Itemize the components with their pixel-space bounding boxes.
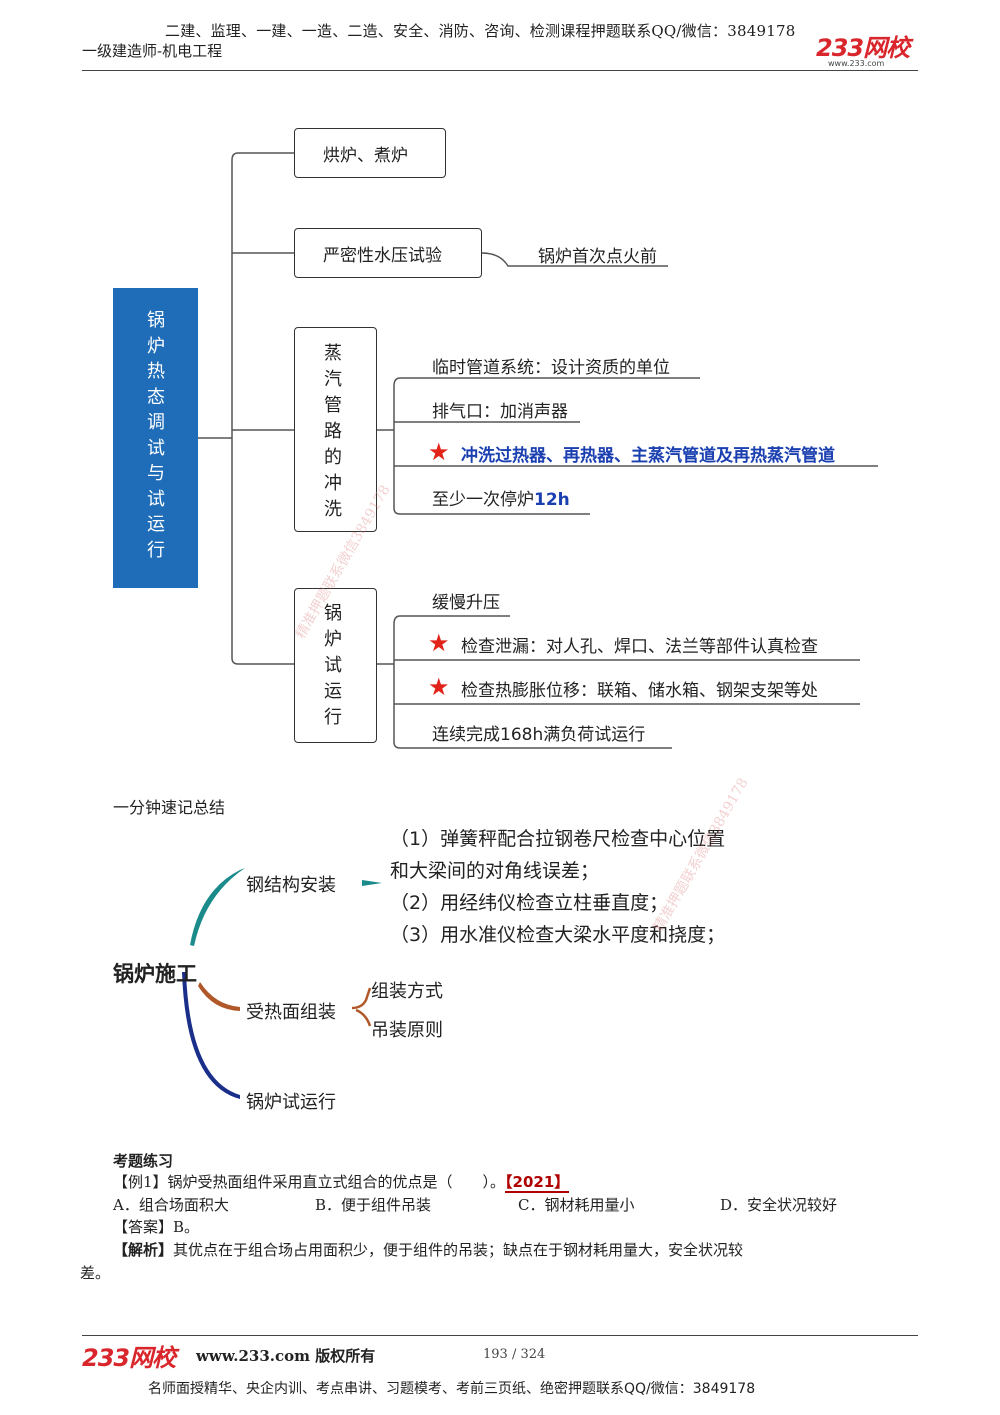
header-subject: 一级建造师-机电工程 [82,42,223,60]
mindmap1-connectors [198,152,878,749]
leaf-expansion-check: 检查热膨胀位移：联箱、储水箱、钢架支架等处 [461,681,818,701]
star-icon: ★ [428,629,450,657]
leaf-first-ignition: 锅炉首次点火前 [538,247,657,267]
node-boiler-trial-label: 锅 炉 试 运 行 [324,603,342,728]
header-logo: 233网校 www.233.com [816,28,910,68]
footer-promo: 名师面授精华、央企内训、考点串讲、习题模考、考前三页纸、绝密押题联系QQ/微信：… [148,1381,756,1397]
steel-item-1b: 和大梁间的对角线误差； [390,860,600,882]
footer-page: 193 / 324 [483,1347,546,1362]
leaf-168h: 连续完成168h满负荷试运行 [432,725,646,745]
star-icon: ★ [428,438,450,466]
node-hydro-test-label: 严密性水压试验 [323,246,442,266]
node-steam-flush [294,327,377,532]
mindmap2-connectors [182,868,382,1099]
footer-rule [82,1335,918,1336]
analysis-label: 【解析】 [113,1241,174,1259]
node-baking [294,128,446,178]
header-logo-text: 233网校 [816,34,910,62]
answer: 【答案】B。 [113,1218,200,1236]
heating-item-hoisting: 吊装原则 [371,1020,443,1041]
option-a: A．组合场面积大 [113,1196,229,1214]
steel-item-1: （1）弹簧秤配合拉钢卷尺检查中心位置 [390,828,726,850]
analysis-line-1: 【解析】其优点在于组合场占用面积少，便于组件的吊装；缺点在于钢材耗用量大，安全状… [113,1239,743,1260]
star-icon: ★ [428,673,450,701]
year-tag: 【2021】 [505,1173,570,1193]
heating-item-assembly: 组装方式 [371,981,443,1002]
leaf-temp-piping: 临时管道系统：设计资质的单位 [432,358,670,378]
leaf-shutdown: 至少一次停炉12h [432,485,570,510]
node-steam-flush-label: 蒸 汽 管 路 的 冲 洗 [324,343,342,520]
exercise-question: 【例1】锅炉受热面组件采用直立式组合的优点是（ ）。【2021】 [113,1171,570,1193]
footer-logo: 233网校 [82,1344,176,1372]
leaf-flush-superheater: 冲洗过热器、再热器、主蒸汽管道及再热蒸汽管道 [461,446,835,466]
mindmap2-root: 锅炉施工 [113,962,197,986]
footer-site: www.233.com 版权所有 [196,1347,376,1365]
leaf-exhaust: 排气口：加消声器 [432,402,568,422]
analysis-line-2: 差。 [80,1264,111,1282]
leaf-shutdown-hours: 12h [534,490,570,510]
option-d: D．安全状况较好 [720,1196,838,1214]
summary-title: 一分钟速记总结 [113,798,226,817]
question-text: 【例1】锅炉受热面组件采用直立式组合的优点是（ ）。 [113,1173,506,1191]
mindmap1-root [113,288,198,588]
leaf-leak-check: 检查泄漏：对人孔、焊口、法兰等部件认真检查 [461,637,818,657]
branch-boiler-trial: 锅炉试运行 [246,1092,336,1113]
option-b: B．便于组件吊装 [315,1196,432,1214]
leaf-shutdown-text: 至少一次停炉 [432,490,534,510]
node-hydro-test [294,228,482,278]
node-baking-label: 烘炉、煮炉 [323,146,408,166]
header-logo-url: www.233.com [828,59,885,68]
node-boiler-trial [294,588,377,743]
branch-steel-structure: 钢结构安装 [246,875,336,896]
analysis-text: 其优点在于组合场占用面积少，便于组件的吊装；缺点在于钢材耗用量大，安全状况较 [173,1241,744,1259]
header-promo: 二建、监理、一建、一造、二造、安全、消防、咨询、检测课程押题联系QQ/微信：38… [165,22,796,40]
leaf-slow-pressure: 缓慢升压 [432,593,500,613]
header-rule [82,70,918,71]
exercise-title: 考题练习 [113,1152,174,1170]
branch-heating-surface: 受热面组装 [246,1002,336,1023]
steel-item-2: （2）用经纬仪检查立柱垂直度； [390,892,669,914]
mindmap1-root-label: 锅 炉 热 态 调 试 与 试 运 行 [147,310,165,561]
steel-item-3: （3）用水准仪检查大梁水平度和挠度； [390,924,726,946]
option-c: C．钢材耗用量小 [518,1196,635,1214]
